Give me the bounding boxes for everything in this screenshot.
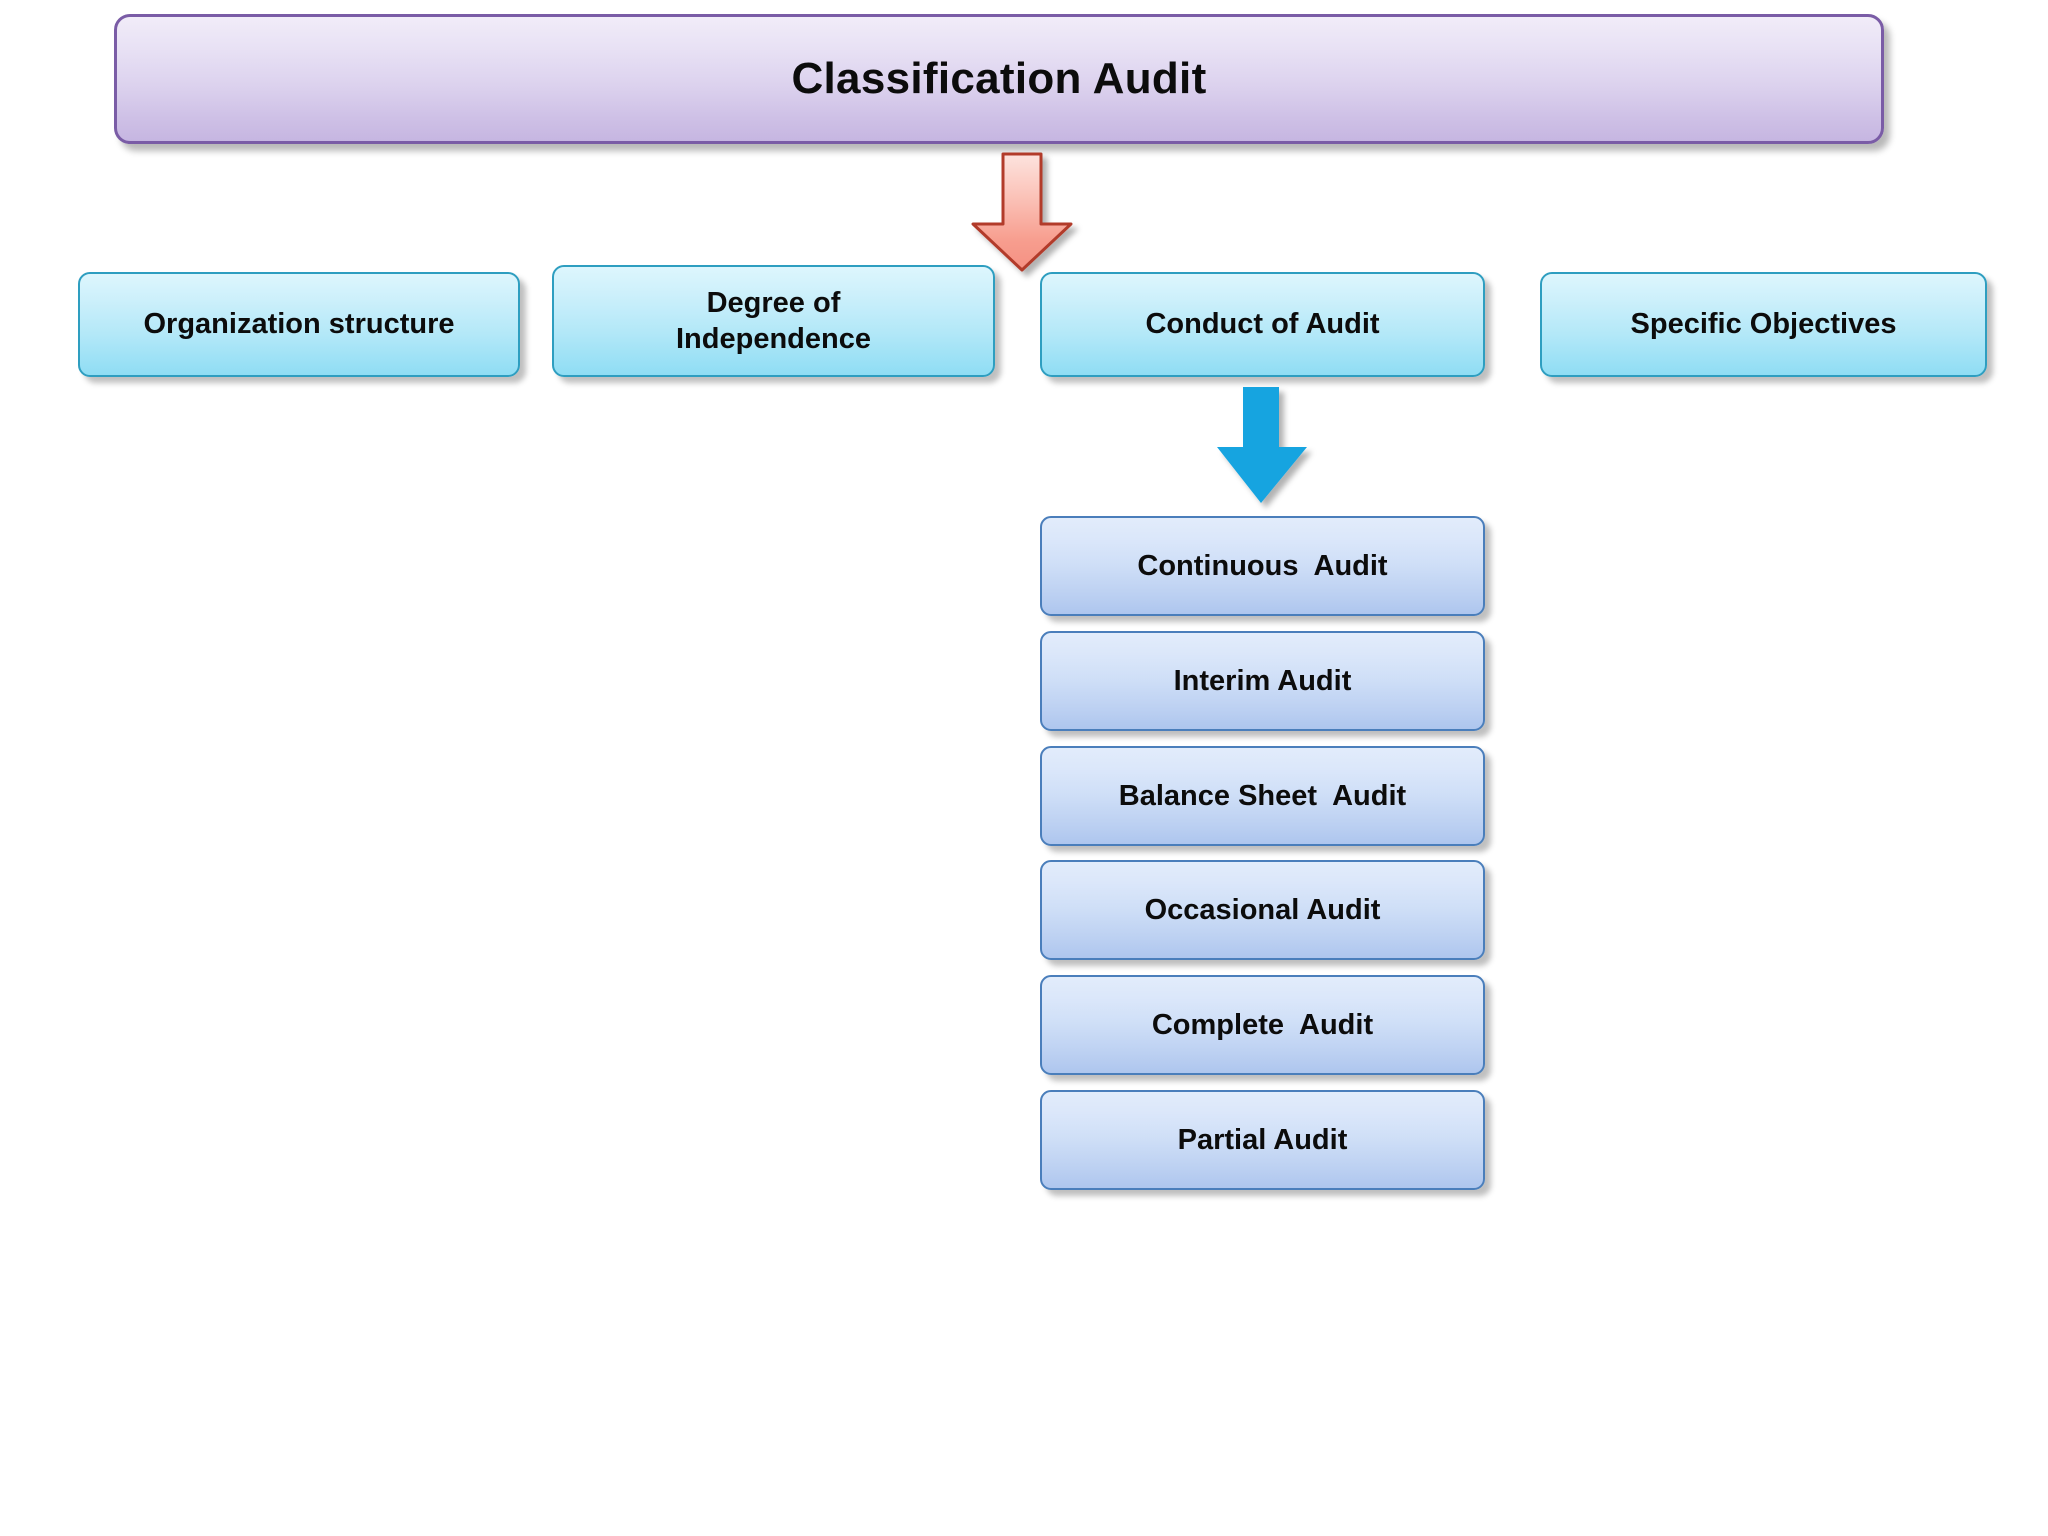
audit-type-box[interactable]: Partial Audit bbox=[1040, 1090, 1485, 1190]
category-label: Organization structure bbox=[143, 308, 455, 341]
audit-type-label: Balance Sheet Audit bbox=[1118, 779, 1407, 812]
category-box-specific-objectives[interactable]: Specific Objectives bbox=[1540, 272, 1987, 377]
category-label: Conduct of Audit bbox=[1145, 308, 1380, 341]
audit-type-label: Complete Audit bbox=[1151, 1008, 1374, 1041]
category-label: Specific Objectives bbox=[1630, 308, 1897, 341]
audit-type-box[interactable]: Balance Sheet Audit bbox=[1040, 746, 1485, 846]
audit-type-box[interactable]: Interim Audit bbox=[1040, 631, 1485, 731]
page-title: Classification Audit bbox=[791, 54, 1207, 103]
category-box-organization-structure[interactable]: Organization structure bbox=[78, 272, 520, 377]
audit-type-box[interactable]: Occasional Audit bbox=[1040, 860, 1485, 960]
audit-type-box[interactable]: Continuous Audit bbox=[1040, 516, 1485, 616]
audit-type-label: Continuous Audit bbox=[1137, 549, 1388, 582]
down-arrow-blue-icon bbox=[1215, 385, 1315, 510]
audit-type-label: Interim Audit bbox=[1173, 664, 1352, 697]
audit-type-label: Partial Audit bbox=[1177, 1123, 1348, 1156]
category-box-degree-of-independence[interactable]: Degree of Independence bbox=[552, 265, 995, 377]
down-arrow-red-icon bbox=[967, 152, 1081, 274]
category-box-conduct-of-audit[interactable]: Conduct of Audit bbox=[1040, 272, 1485, 377]
audit-type-box[interactable]: Complete Audit bbox=[1040, 975, 1485, 1075]
category-label: Degree of Independence bbox=[676, 286, 871, 355]
audit-type-label: Occasional Audit bbox=[1144, 893, 1381, 926]
diagram-title-box: Classification Audit bbox=[114, 14, 1884, 144]
